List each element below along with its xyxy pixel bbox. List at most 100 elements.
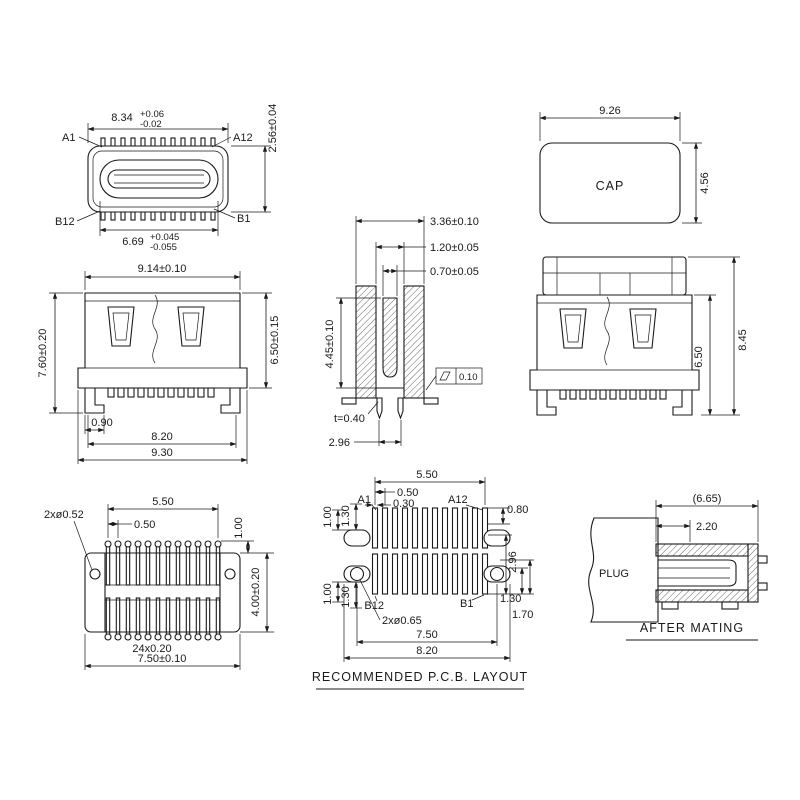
dim-assembly-body-height: 6.50 <box>693 294 716 416</box>
section-wall-left <box>355 285 377 399</box>
dim-text-left-top-outer: 1.00 <box>322 506 334 527</box>
receptacle-pin-top <box>757 555 768 564</box>
dim-text-body-height: 6.50±0.15 <box>269 316 281 365</box>
dim-pin-span: 8.20 <box>87 415 237 448</box>
view-side-assembly: 6.50 8.45 <box>530 256 749 416</box>
dim-text-section-slot: 1.20±0.05 <box>430 242 479 254</box>
dim-text-slot-width: 6.69 <box>122 236 143 248</box>
section-tongue <box>382 297 398 378</box>
dim-pitch: 0.50 <box>107 519 155 538</box>
dim-mated-depth: 2.20 <box>655 520 717 542</box>
dim-text-overall-width: 9.30 <box>151 447 172 459</box>
dim-text-mated-ref: (6.65) <box>693 493 722 505</box>
flatness-symbol-icon <box>439 371 451 381</box>
bottom-pins <box>104 540 222 641</box>
dim-text-section-tongue: 0.70±0.05 <box>430 266 479 278</box>
pcb-pads-bottom <box>371 553 489 595</box>
dim-text-right-bottom-outer: 1.70 <box>512 609 533 621</box>
view-after-mating: PLUG (6.65) 2.20 AFTER MATING <box>588 493 768 641</box>
dim-section-pins: 2.96 <box>329 420 402 449</box>
plug-outline <box>588 517 659 623</box>
dim-slot-minus: -0.055 <box>150 242 177 253</box>
dim-section-depth: 4.45±0.10 <box>324 297 381 389</box>
dim-assembly-total-height: 8.45 <box>688 256 749 416</box>
dim-text-pad-top: 0.80 <box>507 504 528 516</box>
receptacle-back-wall <box>747 543 759 603</box>
receptacle-foot-left <box>661 601 679 610</box>
mated-tongue <box>657 559 737 587</box>
pcb-dim-bottom: 7.50 8.20 <box>343 584 511 662</box>
section-wall-right <box>403 285 425 399</box>
dim-tail-length: 1.00 <box>221 517 254 554</box>
section-foot-left <box>341 397 357 405</box>
view-front-face: A1 A12 B12 B1 8.34 +0.06 -0.02 2.56±0.04… <box>55 104 279 253</box>
dim-body-height-overall: 7.60±0.20 <box>37 292 83 414</box>
dim-text-shell-height: 2.56±0.04 <box>267 104 279 153</box>
cap-outline <box>539 142 681 224</box>
plug-label: PLUG <box>599 568 629 580</box>
view-bottom: 2xø0.52 5.50 0.50 1.00 4.00±0.20 24x0.20 <box>44 496 274 670</box>
dim-body-width: 9.14±0.10 <box>84 263 241 290</box>
dim-text-post-holes: 2xø0.52 <box>44 509 84 521</box>
pcb-label-b12: B12 <box>364 600 384 612</box>
pcb-dim-right: 0.80 2.96 1.30 1.70 <box>488 504 534 621</box>
dim-shell-height: 2.56±0.04 <box>231 104 279 213</box>
dim-text-mated-depth: 2.20 <box>696 521 717 533</box>
dim-text-contact-count: 24x0.20 <box>132 643 171 655</box>
dim-tol-plus: +0.06 <box>140 109 164 120</box>
dim-text-pcb-pitch: 0.50 <box>397 487 418 499</box>
label-a1: A1 <box>62 132 75 144</box>
pcb-pin-labels: A1 A12 B12 B1 <box>358 494 485 612</box>
pcb-slot-top-left <box>343 529 371 547</box>
pcb-label-b1: B1 <box>460 598 473 610</box>
dim-overall-width: 9.30 <box>77 390 248 464</box>
dim-cap-width: 9.26 <box>539 105 681 141</box>
dim-text-section-depth: 4.45±0.10 <box>324 320 336 369</box>
pcb-label-a12: A12 <box>448 494 468 506</box>
dim-text-pad-span: 5.50 <box>416 469 437 481</box>
dim-text-right-bottom-inner: 1.30 <box>500 593 521 605</box>
dim-text-shell-width: 8.34 <box>111 112 132 124</box>
pcb-layout-title: RECOMMENDED P.C.B. LAYOUT <box>312 670 528 684</box>
dim-text-assembly-total: 8.45 <box>737 329 749 350</box>
dim-text-footprint-width: 8.20 <box>416 645 437 657</box>
dim-shell-width: 8.34 +0.06 -0.02 <box>87 109 229 143</box>
dim-text-assembly-body: 6.50 <box>693 346 705 367</box>
dim-leg-width: 0.90 <box>84 415 113 434</box>
flatness-callout: 0.10 <box>425 367 483 391</box>
dim-text-left-bottom-inner: 1.30 <box>340 586 352 607</box>
receptacle-wall-bottom <box>655 589 749 603</box>
dim-text-cap-height: 4.56 <box>699 172 711 193</box>
dim-text-row-gap: 2.96 <box>507 551 519 572</box>
shell-inner-line <box>92 150 224 208</box>
view-pcb-layout: A1 A12 B12 B1 5.50 0.50 0.30 0.80 <box>312 469 534 690</box>
section-foot-right <box>423 397 439 405</box>
dim-text-row-span: 4.00±0.20 <box>250 568 262 617</box>
dim-slot-width: 6.69 +0.045 -0.055 <box>99 201 219 253</box>
dim-text-bottom-width: 7.50±0.10 <box>138 653 187 665</box>
dim-text-left-bottom-outer: 1.00 <box>322 583 334 604</box>
after-mating-title: AFTER MATING <box>640 621 744 635</box>
dim-text-leg-width: 0.90 <box>91 417 112 429</box>
label-b1: B1 <box>237 213 250 225</box>
receptacle-wall-top <box>655 543 749 557</box>
dim-body-height: 6.50±0.15 <box>242 292 281 389</box>
dim-row-span: 4.00±0.20 <box>240 552 274 633</box>
dim-text-pin-span: 8.20 <box>151 431 172 443</box>
dim-text-section-pins: 2.96 <box>329 437 350 449</box>
label-b12: B12 <box>55 216 75 228</box>
pcb-pads-top <box>371 507 489 549</box>
flatness-value: 0.10 <box>459 372 478 383</box>
dim-text-tail-length: 1.00 <box>233 517 245 538</box>
pcb-hole-right <box>489 566 505 582</box>
label-a12: A12 <box>233 132 253 144</box>
dim-text-cap-width: 9.26 <box>599 105 620 117</box>
section-pin-right <box>397 397 404 420</box>
dim-slot-plus: +0.045 <box>150 232 179 243</box>
pcb-dim-top-stack: 5.50 0.50 0.30 <box>365 469 486 510</box>
mount-post-left <box>89 568 101 580</box>
dim-tol-minus: -0.02 <box>140 119 162 130</box>
view-front-body: 9.14±0.10 7.60±0.20 6.50±0.15 0.90 8.20 … <box>37 263 281 464</box>
